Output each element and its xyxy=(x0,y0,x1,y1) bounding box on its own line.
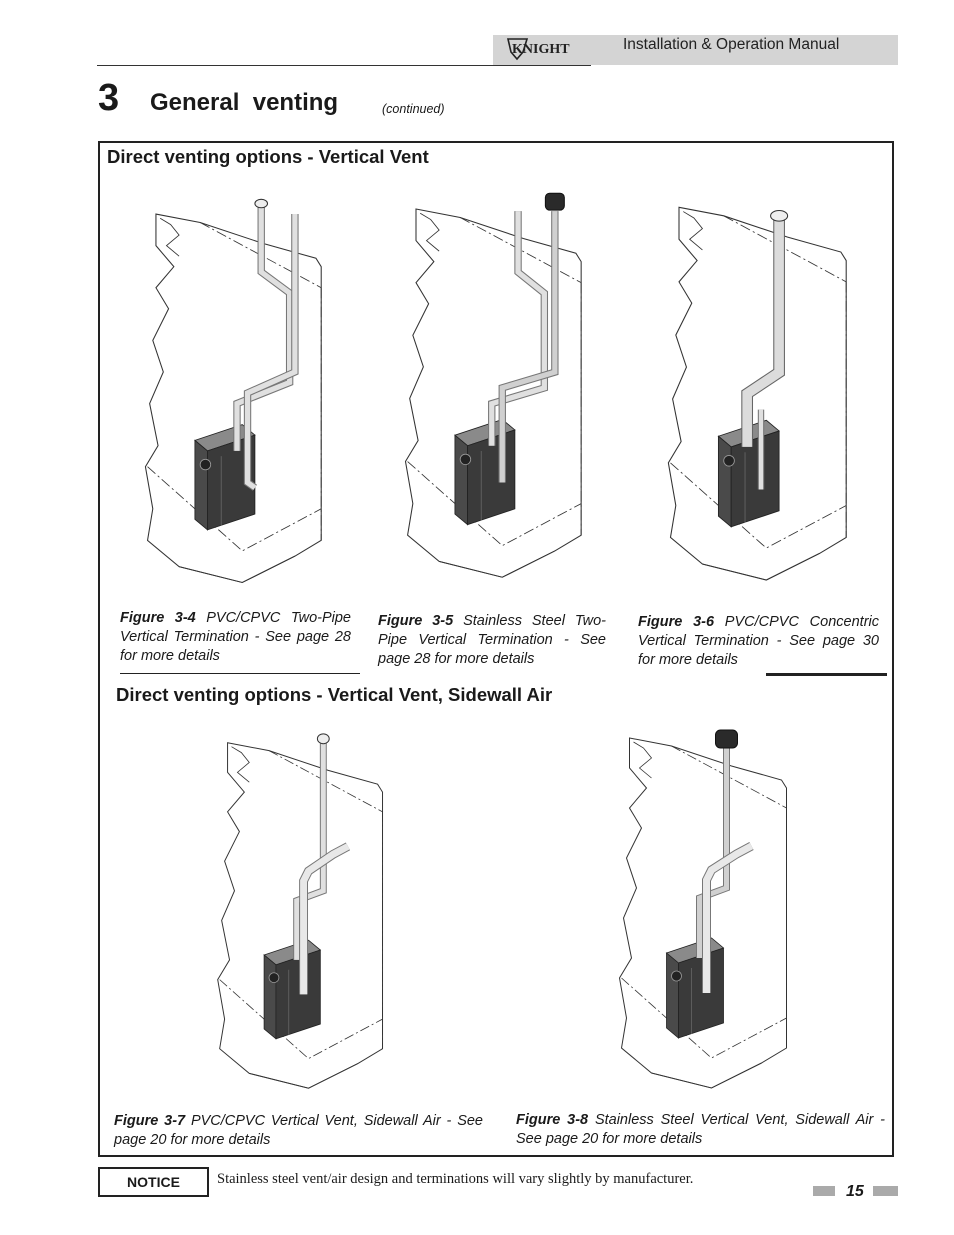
page-bar-right xyxy=(873,1186,898,1196)
boiler-two-pipe-pvc-illustration xyxy=(144,198,322,584)
logo-text: KNIGHT xyxy=(512,42,570,57)
figure-3-6-label: Figure 3-6 xyxy=(638,614,715,630)
figure-3-6-text: PVC/CPVC Concentric Vertical Termination… xyxy=(638,614,879,668)
figure-3-8-label: Figure 3-8 xyxy=(516,1112,589,1128)
box2-top-rule xyxy=(766,673,887,676)
page-number: 15 xyxy=(846,1183,864,1200)
box1-title: Direct venting options - Vertical Vent xyxy=(107,146,429,167)
notice-label: NOTICE xyxy=(98,1167,209,1197)
figure-3-5-caption: Figure 3-5 Stainless Steel Two-Pipe Vert… xyxy=(378,612,606,669)
section-continued: (continued) xyxy=(382,102,445,116)
knight-logo: KNIGHT xyxy=(506,38,570,61)
figure-3-8-text: Stainless Steel Vertical Vent, Sidewall … xyxy=(516,1112,885,1147)
section-title: General venting xyxy=(150,89,339,116)
figure-3-4-caption: Figure 3-4 PVC/CPVC Two-Pipe Vertical Te… xyxy=(120,609,351,666)
boiler-two-pipe-stainless-illustration xyxy=(404,192,582,578)
header-rule xyxy=(97,65,591,66)
figure-3-7-text: PVC/CPVC Vertical Vent, Sidewall Air - S… xyxy=(114,1113,483,1148)
header-band xyxy=(493,35,898,65)
figure-3-5-label: Figure 3-5 xyxy=(378,613,454,629)
figure-3-4-label: Figure 3-4 xyxy=(120,610,196,626)
manual-title: Installation & Operation Manual xyxy=(623,36,840,53)
section-number: 3 xyxy=(98,77,120,119)
boiler-concentric-illustration xyxy=(667,206,847,581)
boiler-vertical-vent-sidewall-pvc-illustration xyxy=(217,733,384,1089)
figure-3-6-caption: Figure 3-6 PVC/CPVC Concentric Vertical … xyxy=(638,613,879,670)
figure-3-5-text: Stainless Steel Two-Pipe Vertical Termin… xyxy=(378,613,606,667)
figure-3-4-text: PVC/CPVC Two-Pipe Vertical Termination -… xyxy=(120,610,351,664)
figure-3-8-caption: Figure 3-8 Stainless Steel Vertical Vent… xyxy=(516,1111,885,1149)
box2-title: Direct venting options - Vertical Vent, … xyxy=(116,684,553,705)
notice-text: Stainless steel vent/air design and term… xyxy=(217,1171,694,1187)
boiler-vertical-vent-sidewall-stainless-illustration xyxy=(619,729,787,1089)
page-bar-left xyxy=(813,1186,835,1196)
caption-rule-left xyxy=(120,673,360,674)
figure-3-7-label: Figure 3-7 xyxy=(114,1113,186,1129)
figures-frame xyxy=(98,141,894,1157)
figure-3-7-caption: Figure 3-7 PVC/CPVC Vertical Vent, Sidew… xyxy=(114,1112,483,1150)
